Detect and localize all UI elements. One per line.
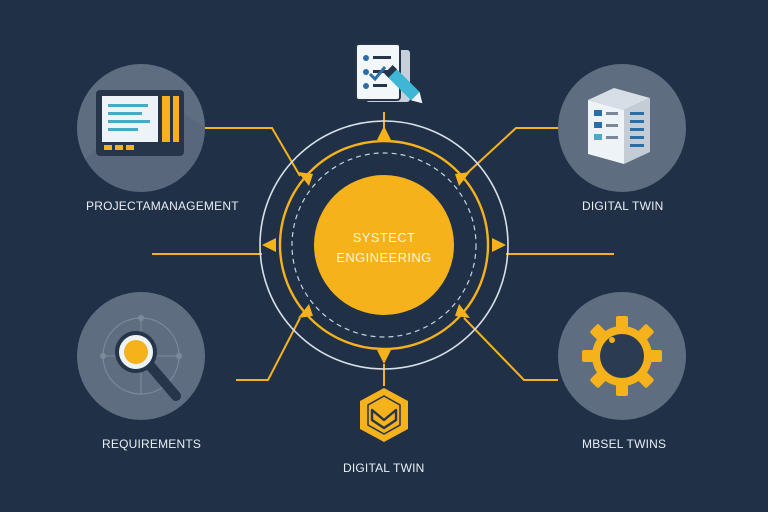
label-requirements: REQUIREMENTS: [102, 437, 202, 451]
node-digital-twin-top[interactable]: [558, 64, 686, 192]
center-title-line2: ENGINEERING: [336, 250, 432, 265]
connector-lines: [152, 112, 614, 386]
marker-left: [262, 238, 276, 252]
node-digital-twin-bottom[interactable]: [360, 388, 408, 442]
gear-icon: [582, 316, 662, 396]
marker-bottom-right: [455, 304, 470, 318]
label-project-management: PROJECTAMANAGEMENT: [86, 199, 239, 213]
center-circle: [314, 175, 454, 315]
ring-markers: [262, 126, 506, 364]
server-building-icon: [588, 88, 650, 164]
node-mbse-twins[interactable]: [558, 292, 686, 420]
checklist-pencil-icon: [355, 43, 423, 104]
connector-project-management: [205, 127, 301, 177]
connector-requirements: [236, 317, 301, 381]
node-checklist[interactable]: [355, 43, 427, 107]
marker-top-left: [298, 172, 313, 186]
connector-digital-twin-top: [463, 127, 558, 177]
label-digital-twin-bottom: DIGITAL TWIN: [343, 461, 425, 475]
connector-mbse: [463, 317, 558, 381]
marker-bottom-left: [298, 304, 313, 318]
node-project-management[interactable]: [77, 64, 205, 192]
marker-bottom: [377, 350, 391, 364]
center-title-line1: SYSTECT: [352, 230, 416, 245]
magnifier-icon: [100, 315, 182, 401]
center-title: SYSTECT ENGINEERING: [316, 228, 452, 268]
orange-ring: [278, 139, 490, 351]
label-mbse-twins: MBSEL TWINS: [582, 437, 667, 451]
marker-top: [377, 126, 391, 140]
node-requirements[interactable]: [77, 292, 205, 420]
hexagon-chevron-icon: [360, 388, 408, 442]
outer-ring: [259, 120, 509, 370]
label-digital-twin-top: DIGITAL TWIN: [582, 199, 664, 213]
marker-right: [492, 238, 506, 252]
marker-top-right: [455, 172, 470, 186]
monitor-dashboard-icon: [96, 90, 184, 156]
dashed-ring: [291, 152, 477, 338]
